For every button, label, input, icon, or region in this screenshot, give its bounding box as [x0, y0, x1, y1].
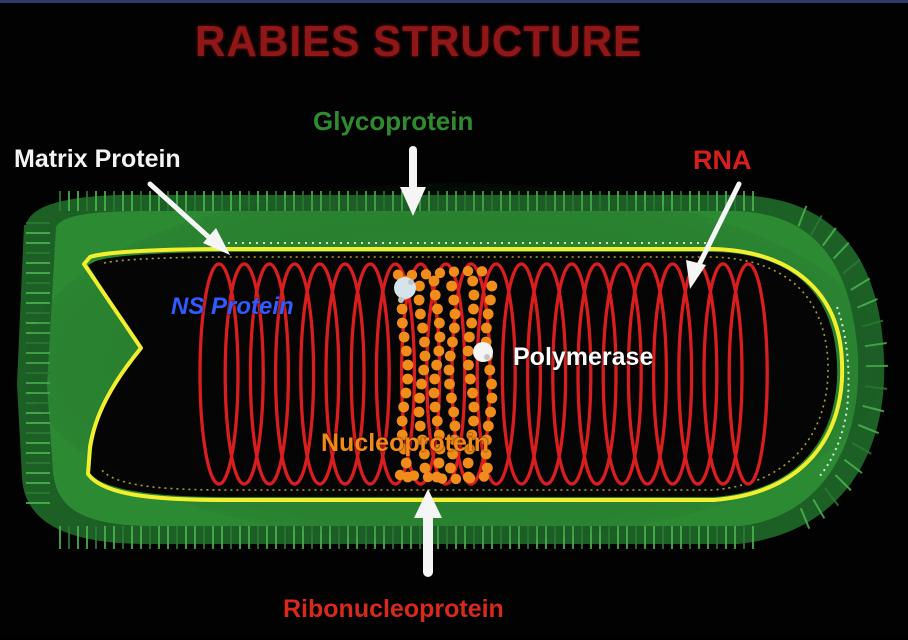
nucleoprotein-bead	[401, 388, 412, 399]
nucleoprotein-bead	[486, 379, 497, 390]
nucleoprotein-bead	[445, 351, 456, 362]
nucleoprotein-bead	[401, 346, 412, 357]
nucleoprotein-bead	[451, 474, 461, 484]
nucleoprotein-bead	[433, 346, 444, 357]
nucleoprotein-bead	[464, 332, 475, 343]
nucleoprotein-bead	[415, 309, 426, 320]
nucleoprotein-bead	[465, 374, 476, 385]
nucleoprotein-bead	[431, 360, 442, 371]
ns-protein-detail-1	[398, 297, 404, 303]
nucleoprotein-bead	[450, 309, 461, 320]
nucleoprotein-bead	[417, 323, 428, 334]
nucleoprotein-bead	[469, 290, 480, 301]
nucleoprotein-bead	[449, 266, 459, 276]
nucleoprotein-bead	[483, 309, 494, 320]
nucleoprotein-bead	[487, 393, 498, 404]
nucleoprotein-bead	[448, 407, 459, 418]
nucleoprotein-bead	[402, 374, 413, 385]
nucleoprotein-bead	[414, 295, 425, 306]
nucleoprotein-bead	[414, 407, 425, 418]
nucleoprotein-bead	[429, 374, 440, 385]
nucleoprotein-bead	[395, 470, 405, 480]
polymerase-marker	[473, 342, 493, 362]
nucleoprotein-bead	[468, 402, 479, 413]
nucleoprotein-bead	[465, 473, 475, 483]
nucleoprotein-bead	[463, 266, 473, 276]
nucleoprotein-bead	[435, 268, 445, 278]
ns-protein-label: NS Protein	[171, 293, 294, 321]
nucleoprotein-bead	[463, 346, 474, 357]
nucleoprotein-bead	[486, 281, 497, 292]
nucleoprotein-bead	[432, 416, 443, 427]
nucleoprotein-bead	[446, 393, 457, 404]
nucleoprotein-label: Nucleoprotein	[321, 429, 489, 458]
nucleoprotein-bead	[432, 304, 443, 315]
polymerase-label: Polymerase	[513, 343, 653, 372]
nucleoprotein-bead	[466, 318, 477, 329]
nucleoprotein-bead	[397, 416, 408, 427]
nucleoprotein-bead	[402, 360, 413, 371]
nucleoprotein-bead	[430, 290, 441, 301]
ribonucleoprotein-label: Ribonucleoprotein	[283, 595, 504, 624]
nucleoprotein-bead	[445, 463, 456, 474]
nucleoprotein-bead	[467, 388, 478, 399]
nucleoprotein-bead	[485, 407, 496, 418]
diagram-title: RABIES STRUCTURE	[195, 17, 642, 67]
matrix-protein-label: Matrix Protein	[14, 145, 181, 174]
rabies-virus-diagram	[0, 3, 908, 640]
nucleoprotein-bead	[447, 337, 458, 348]
nucleoprotein-bead	[398, 402, 409, 413]
nucleoprotein-bead	[434, 458, 445, 469]
nucleoprotein-bead	[468, 304, 479, 315]
nucleoprotein-bead	[463, 458, 474, 469]
nucleoprotein-bead	[463, 360, 474, 371]
nucleoprotein-bead	[448, 295, 459, 306]
glycoprotein-label: Glycoprotein	[313, 106, 473, 137]
nucleoprotein-bead	[477, 266, 487, 276]
polymerase-detail	[484, 354, 490, 360]
nucleoprotein-bead	[420, 351, 431, 362]
nucleoprotein-bead	[409, 470, 419, 480]
nucleoprotein-bead	[399, 332, 410, 343]
nucleoprotein-bead	[444, 379, 455, 390]
nucleoprotein-bead	[401, 458, 412, 469]
nucleoprotein-bead	[429, 388, 440, 399]
nucleoprotein-bead	[446, 281, 457, 292]
nucleoprotein-bead	[397, 318, 408, 329]
ns-protein-detail-2	[408, 279, 414, 285]
nucleoprotein-bead	[416, 379, 427, 390]
nucleoprotein-bead	[423, 472, 433, 482]
nucleoprotein-bead	[421, 269, 431, 279]
nucleoprotein-bead	[479, 471, 489, 481]
nucleoprotein-bead	[437, 473, 447, 483]
nucleoprotein-bead	[430, 402, 441, 413]
nucleoprotein-bead	[468, 416, 479, 427]
nucleoprotein-bead	[484, 365, 495, 376]
nucleoprotein-bead	[434, 318, 445, 329]
nucleoprotein-bead	[419, 337, 430, 348]
nucleoprotein-bead	[418, 365, 429, 376]
rna-label: RNA	[693, 145, 752, 176]
nucleoprotein-bead	[397, 304, 408, 315]
nucleoprotein-bead	[435, 332, 446, 343]
nucleoprotein-bead	[481, 323, 492, 334]
nucleoprotein-bead	[420, 463, 431, 474]
nucleoprotein-bead	[414, 393, 425, 404]
nucleoprotein-bead	[444, 365, 455, 376]
nucleoprotein-bead	[485, 295, 496, 306]
nucleoprotein-bead	[449, 323, 460, 334]
nucleoprotein-bead	[467, 276, 478, 287]
